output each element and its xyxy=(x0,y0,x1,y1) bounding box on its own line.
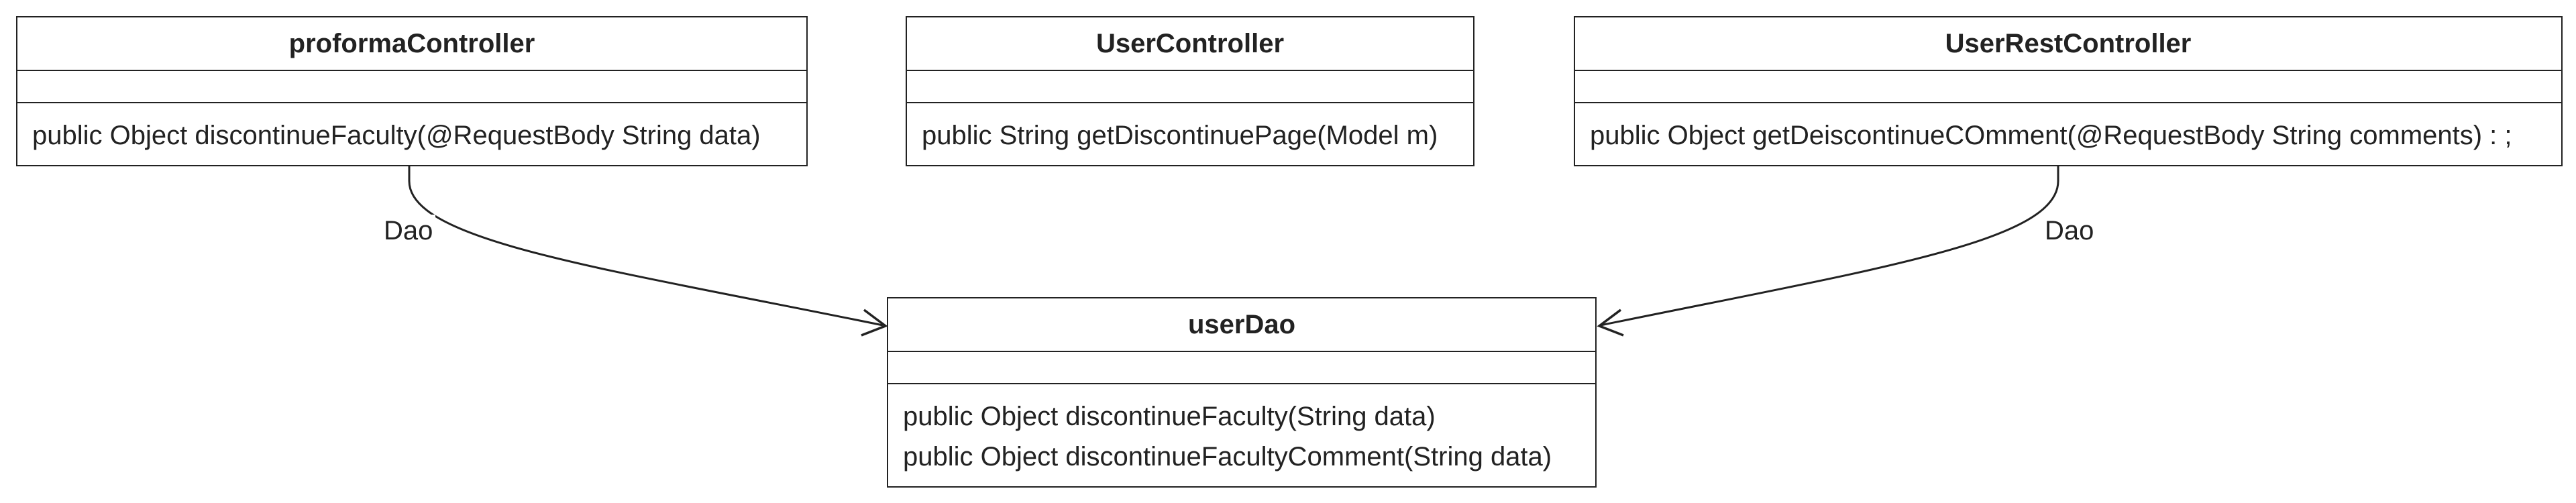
arrowhead-left-icon xyxy=(861,309,888,337)
class-attributes xyxy=(907,71,1473,103)
class-user-dao[interactable]: userDao public Object discontinueFaculty… xyxy=(887,297,1597,488)
class-attributes xyxy=(17,71,806,103)
class-attributes xyxy=(888,352,1595,384)
class-user-rest-controller[interactable]: UserRestController public Object getDeis… xyxy=(1574,16,2563,166)
class-name: userDao xyxy=(888,298,1595,352)
method-discontinue-faculty-comment: public Object discontinueFacultyComment(… xyxy=(903,442,1552,471)
class-user-controller[interactable]: UserController public String getDisconti… xyxy=(906,16,1474,166)
class-methods: public String getDiscontinuePage(Model m… xyxy=(907,103,1473,156)
class-attributes xyxy=(1575,71,2561,103)
class-name: UserRestController xyxy=(1575,17,2561,71)
class-methods: public Object getDeiscontinueCOmment(@Re… xyxy=(1575,103,2561,156)
method-discontinue-faculty: public Object discontinueFaculty(String … xyxy=(903,402,1436,431)
method-get-discontinue-comment: public Object getDeiscontinueCOmment(@Re… xyxy=(1590,121,2512,150)
method-discontinue-faculty: public Object discontinueFaculty(@Reques… xyxy=(32,121,761,150)
method-get-discontinue-page: public String getDiscontinuePage(Model m… xyxy=(922,121,1438,150)
class-methods: public Object discontinueFaculty(@Reques… xyxy=(17,103,806,156)
class-proforma-controller[interactable]: proformaController public Object discont… xyxy=(16,16,808,166)
edge-proforma-to-dao xyxy=(408,166,883,327)
edge-rest-to-dao xyxy=(1600,166,2059,327)
edge-label-dao-left: Dao xyxy=(381,215,436,247)
edge-label-dao-right: Dao xyxy=(2042,215,2097,247)
class-methods: public Object discontinueFaculty(String … xyxy=(888,384,1595,477)
class-name: proformaController xyxy=(17,17,806,71)
arrowhead-right-icon xyxy=(1597,309,1624,337)
class-name: UserController xyxy=(907,17,1473,71)
